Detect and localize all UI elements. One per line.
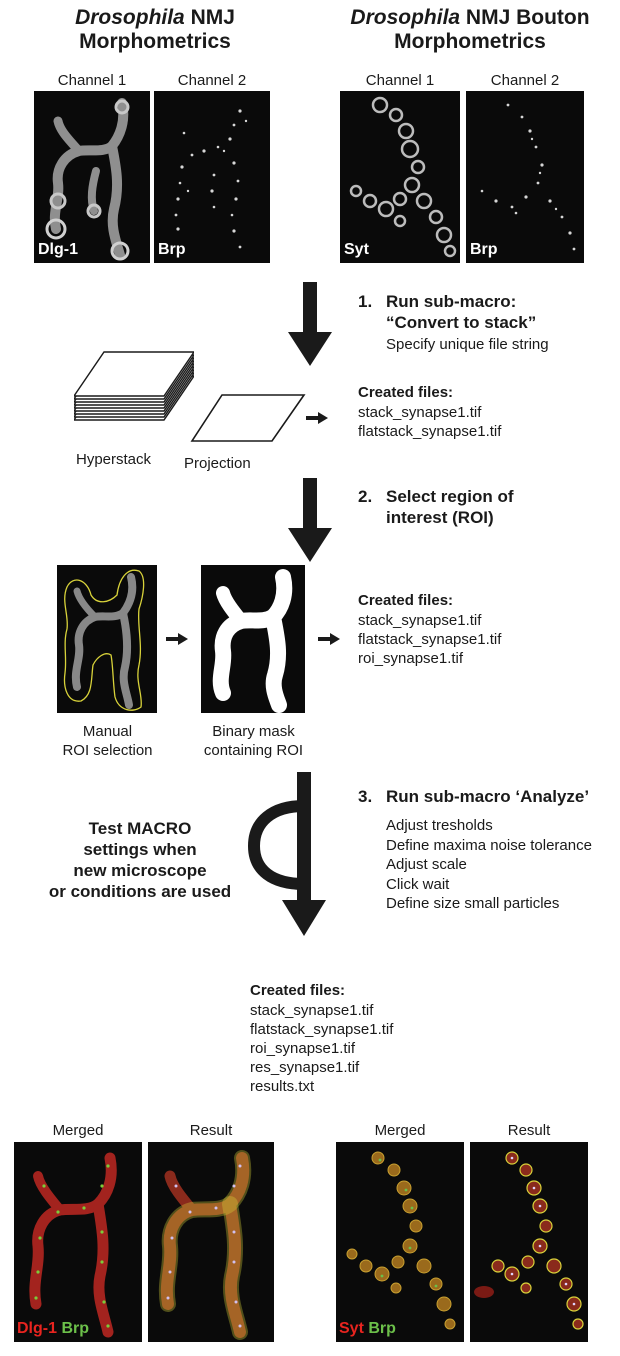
projection-label: Projection [184,455,251,472]
image-binary-mask [201,565,305,713]
manual-roi-caption-line1: Manual [82,723,133,740]
manual-roi-caption-line2: ROI selection [62,742,153,759]
step1-number: 1. [358,292,373,311]
image-merged-bouton: Syt Brp [336,1142,464,1342]
file-item: res_synapse1.tif [250,1059,360,1076]
panel-tag-brp: Brp [158,241,186,258]
panel-tag-dlg1: Dlg-1 [38,241,78,258]
image-brp-channel2-bouton: Brp [466,91,584,263]
step3-item: Define maxima noise tolerance [386,836,592,854]
tag-dlg1: Dlg-1 [17,1320,57,1337]
file-item: results.txt [250,1078,315,1095]
test-note-line: settings when [83,840,197,859]
file-item: flatstack_synapse1.tif [358,423,502,440]
loop-arrow [247,772,326,936]
nmj-grayscale-image [45,98,130,261]
files1-heading: Created files: [358,384,454,401]
file-item: stack_synapse1.tif [250,1002,374,1019]
file-item: roi_synapse1.tif [358,650,464,667]
title-right-italic: Drosophila [350,6,461,29]
binary-mask-image [212,569,293,713]
files3-list: stack_synapse1.tif flatstack_synapse1.ti… [250,1001,393,1096]
merged-tag-left: Dlg-1 Brp [17,1320,89,1338]
title-left-rest: NMJ [184,6,235,29]
down-arrow-2 [288,478,332,562]
title-right: Drosophila NMJ Bouton Morphometrics [320,6,620,54]
file-item: flatstack_synapse1.tif [358,631,502,648]
small-arrow-1 [306,412,328,424]
step3-item: Click wait [386,875,450,893]
image-result-nmj [148,1142,274,1342]
file-item: roi_synapse1.tif [250,1040,356,1057]
title-left-line2: Morphometrics [79,30,231,53]
manual-roi-image [63,569,145,711]
test-note-line: or conditions are used [48,882,232,901]
merged-tag-right: Syt Brp [339,1320,396,1338]
step1-title-line2: “Convert to stack” [386,313,537,332]
nmj-puncta-image [174,109,248,249]
step3-item: Define size small particles [386,895,560,912]
channel-label: Channel 1 [365,72,435,89]
image-result-bouton [470,1142,588,1342]
step3-title: Run sub-macro ‘Analyze’ [386,787,590,806]
small-arrow-3 [318,633,340,645]
file-item: flatstack_synapse1.tif [250,1021,394,1038]
result-nmj-image [158,1150,252,1340]
binary-mask-caption-line2: containing ROI [203,742,304,759]
merged-label-right: Merged [374,1122,426,1139]
step3-number: 3. [358,787,373,806]
projection-icon [190,394,306,442]
manual-roi-caption: Manual ROI selection [50,722,165,760]
test-note-line: Test MACRO [88,819,192,838]
channel-label: Channel 2 [177,72,247,89]
file-item: stack_synapse1.tif [358,612,482,629]
step3-item: Adjust tresholds [386,817,493,834]
files2-heading: Created files: [358,592,454,609]
step3-item: Adjust scale [386,856,467,873]
hyperstack-icon [74,351,194,421]
result-bouton-image [474,1151,584,1330]
merged-nmj-image [29,1152,117,1338]
image-brp-channel2: Brp [154,91,270,263]
step3-list: Adjust tresholds Define maxima noise tol… [386,816,592,914]
tag-brp: Brp [368,1320,396,1337]
image-syt-channel1: Syt [340,91,460,263]
title-left: Drosophila NMJ Morphometrics [0,6,310,54]
channel-label: Channel 2 [490,72,560,89]
title-left-italic: Drosophila [75,6,185,29]
down-arrow-1 [288,282,332,366]
title-right-rest: NMJ Bouton [460,6,590,29]
title-right-line2: Morphometrics [394,30,546,53]
result-label-right: Result [507,1122,551,1139]
image-dlg1-channel1: Dlg-1 [34,91,150,263]
files3-heading: Created files: [250,982,346,999]
tag-brp: Brp [61,1320,90,1337]
binary-mask-caption-line1: Binary mask [212,723,295,740]
step1-title-line1: Run sub-macro: [386,292,517,311]
bouton-puncta-image [480,103,576,251]
files1-list: stack_synapse1.tif flatstack_synapse1.ti… [358,403,501,441]
test-note-line: new microscope [73,861,207,880]
test-macro-note: Test MACRO settings when new microscope … [30,818,250,902]
small-arrow-2 [166,633,188,645]
bouton-grayscale-image [349,96,457,258]
files2-list: stack_synapse1.tif flatstack_synapse1.ti… [358,611,501,668]
tag-syt: Syt [339,1320,364,1337]
result-label-left: Result [189,1122,233,1139]
panel-tag-brp-bouton: Brp [470,241,498,258]
image-manual-roi [57,565,157,713]
file-item: stack_synapse1.tif [358,404,482,421]
image-merged-nmj: Dlg-1 Brp [14,1142,142,1342]
panel-tag-syt: Syt [344,241,369,258]
step2-number: 2. [358,487,373,506]
merged-label-left: Merged [52,1122,104,1139]
step2-title-line2: interest (ROI) [386,508,494,527]
hyperstack-label: Hyperstack [76,451,152,468]
channel-label: Channel 1 [57,72,127,89]
step1-subtitle: Specify unique file string [386,336,549,353]
step2-title-line1: Select region of [386,487,514,506]
binary-mask-caption: Binary mask containing ROI [186,722,321,760]
merged-bouton-image [346,1151,456,1330]
